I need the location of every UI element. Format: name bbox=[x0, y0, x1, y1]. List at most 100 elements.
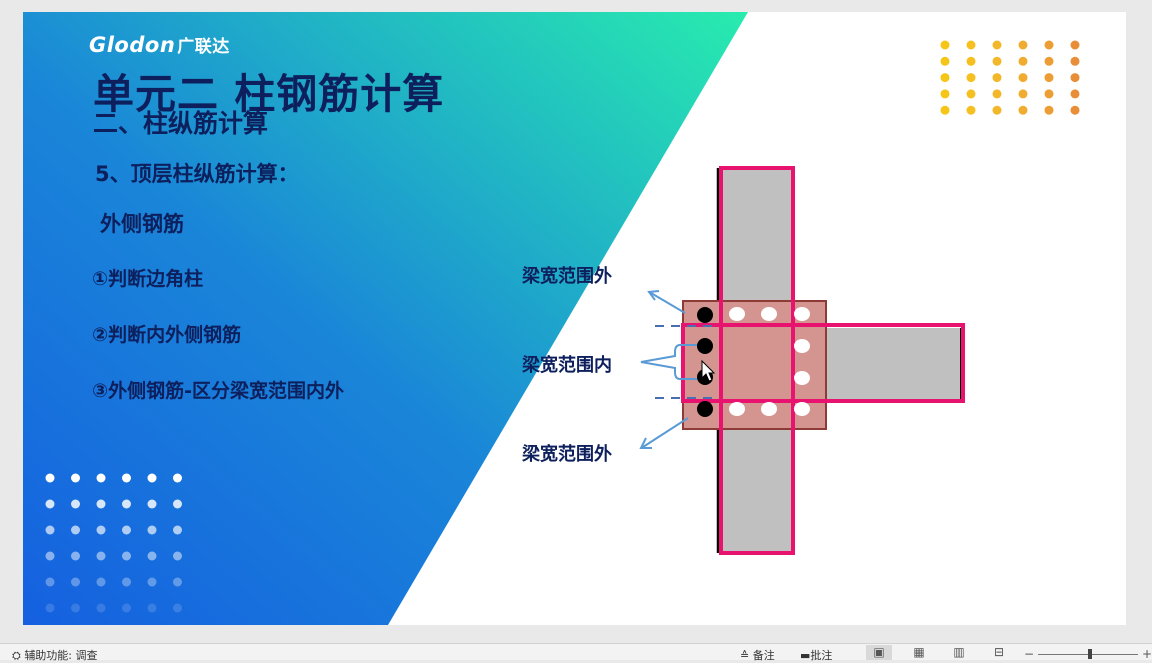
bracket-inside bbox=[640, 344, 697, 380]
decor-dot bbox=[966, 89, 976, 99]
decor-dot bbox=[122, 603, 131, 613]
notes-button[interactable]: ≙ 备注 bbox=[740, 649, 775, 662]
decor-dot bbox=[992, 105, 1002, 115]
label-outside-beam-width-top: 梁宽范围外 bbox=[522, 266, 612, 287]
decor-dot bbox=[1044, 89, 1054, 99]
slide-subtitle: 二、柱纵筋计算 bbox=[93, 109, 269, 138]
decor-dot bbox=[1044, 105, 1054, 115]
decor-dot bbox=[1070, 105, 1080, 115]
decor-dot bbox=[122, 577, 131, 587]
decor-dot bbox=[96, 499, 106, 509]
label-inside-beam-width: 梁宽范围内 bbox=[522, 355, 612, 376]
step-3-text: ③外侧钢筋-区分梁宽范围内外 bbox=[92, 380, 344, 402]
decor-dot bbox=[147, 603, 157, 613]
decor-dot bbox=[173, 525, 182, 535]
zoom-in-button[interactable]: + bbox=[1142, 647, 1152, 661]
slideshow-icon[interactable]: ⊟ bbox=[993, 645, 1005, 659]
decor-dot bbox=[173, 499, 182, 509]
decor-dot bbox=[992, 73, 1002, 83]
decor-dot bbox=[71, 577, 80, 587]
decor-dot bbox=[1070, 73, 1080, 83]
decor-dot bbox=[96, 603, 106, 613]
decor-dot bbox=[940, 40, 950, 50]
decor-dot bbox=[45, 525, 55, 535]
decorative-dot-grid-bottom bbox=[45, 473, 182, 613]
reading-view-icon[interactable]: ▥ bbox=[953, 645, 965, 659]
comments-button[interactable]: ▬批注 bbox=[800, 649, 833, 662]
decor-dot bbox=[1070, 40, 1080, 50]
decor-dot bbox=[1018, 89, 1028, 99]
decor-dot bbox=[71, 499, 80, 509]
decor-dot bbox=[71, 603, 80, 613]
decor-dot bbox=[173, 577, 182, 587]
decor-dot bbox=[992, 56, 1002, 66]
column-beam-joint-diagram bbox=[639, 166, 965, 555]
decor-dot bbox=[1044, 73, 1054, 83]
slide-background bbox=[23, 12, 748, 625]
slide-sorter-icon[interactable]: ▦ bbox=[913, 645, 925, 659]
zoom-out-button[interactable]: − bbox=[1024, 647, 1035, 661]
decor-dot bbox=[122, 525, 131, 535]
decor-dot bbox=[1018, 73, 1028, 83]
decor-dot bbox=[45, 499, 55, 509]
decor-dot bbox=[940, 73, 950, 83]
normal-view-icon[interactable]: ▣ bbox=[866, 645, 892, 660]
decor-dot bbox=[940, 105, 950, 115]
decor-dot bbox=[147, 499, 157, 509]
decor-dot bbox=[173, 551, 182, 561]
decor-dot bbox=[173, 603, 182, 613]
mouse-cursor-icon bbox=[701, 359, 716, 382]
column-lower bbox=[719, 429, 793, 553]
decor-dot bbox=[992, 89, 1002, 99]
decor-dot bbox=[1018, 56, 1028, 66]
decor-dot bbox=[147, 577, 157, 587]
decor-dot bbox=[71, 473, 80, 483]
decor-dot bbox=[1070, 89, 1080, 99]
decor-dot bbox=[45, 473, 55, 483]
notes-icon: ≙ bbox=[740, 649, 750, 662]
decor-dot bbox=[966, 105, 976, 115]
decor-dot bbox=[96, 525, 106, 535]
slide-title: 单元二 柱钢筋计算 bbox=[93, 70, 445, 118]
accessibility-icon: ⛭ bbox=[12, 649, 21, 662]
rebar-outer-top bbox=[697, 307, 713, 323]
step-1-text: ①判断边角柱 bbox=[92, 268, 204, 290]
decor-dot bbox=[992, 40, 1002, 50]
decor-dot bbox=[1044, 56, 1054, 66]
rebar-inner-1 bbox=[697, 338, 713, 354]
decor-dot bbox=[122, 499, 131, 509]
zoom-slider-thumb[interactable] bbox=[1088, 649, 1092, 659]
decor-dot bbox=[122, 551, 131, 561]
beam-right bbox=[827, 328, 961, 400]
arrow-outside-top bbox=[650, 292, 686, 314]
column-frame bbox=[719, 166, 795, 555]
outer-rebar-heading: 外侧钢筋 bbox=[100, 212, 184, 236]
decor-dot bbox=[1018, 40, 1028, 50]
accessibility-status[interactable]: ⛭ 辅助功能: 调查 bbox=[12, 649, 98, 662]
rebar-outer-bottom bbox=[697, 401, 713, 417]
decor-dot bbox=[71, 525, 80, 535]
decor-dot bbox=[96, 551, 106, 561]
decor-dot bbox=[147, 473, 157, 483]
status-bar: ⛭ 辅助功能: 调查 ≙ 备注 ▬批注 ▣ ▦ ▥ ⊟ − + bbox=[0, 643, 1152, 662]
decor-dot bbox=[1070, 56, 1080, 66]
decor-dot bbox=[147, 551, 157, 561]
decorative-dot-grid-top bbox=[940, 40, 1080, 115]
decor-dot bbox=[71, 551, 80, 561]
decor-dot bbox=[1018, 105, 1028, 115]
decor-dot bbox=[966, 56, 976, 66]
column-upper bbox=[719, 168, 793, 308]
decor-dot bbox=[1044, 40, 1054, 50]
comment-icon: ▬ bbox=[800, 649, 811, 662]
decor-dot bbox=[96, 577, 106, 587]
decor-dot bbox=[122, 473, 131, 483]
label-outside-beam-width-bottom: 梁宽范围外 bbox=[522, 444, 612, 465]
decor-dot bbox=[147, 525, 157, 535]
decor-dot bbox=[96, 473, 106, 483]
decor-dot bbox=[940, 56, 950, 66]
decor-dot bbox=[173, 473, 182, 483]
decor-dot bbox=[45, 551, 55, 561]
decor-dot bbox=[966, 73, 976, 83]
